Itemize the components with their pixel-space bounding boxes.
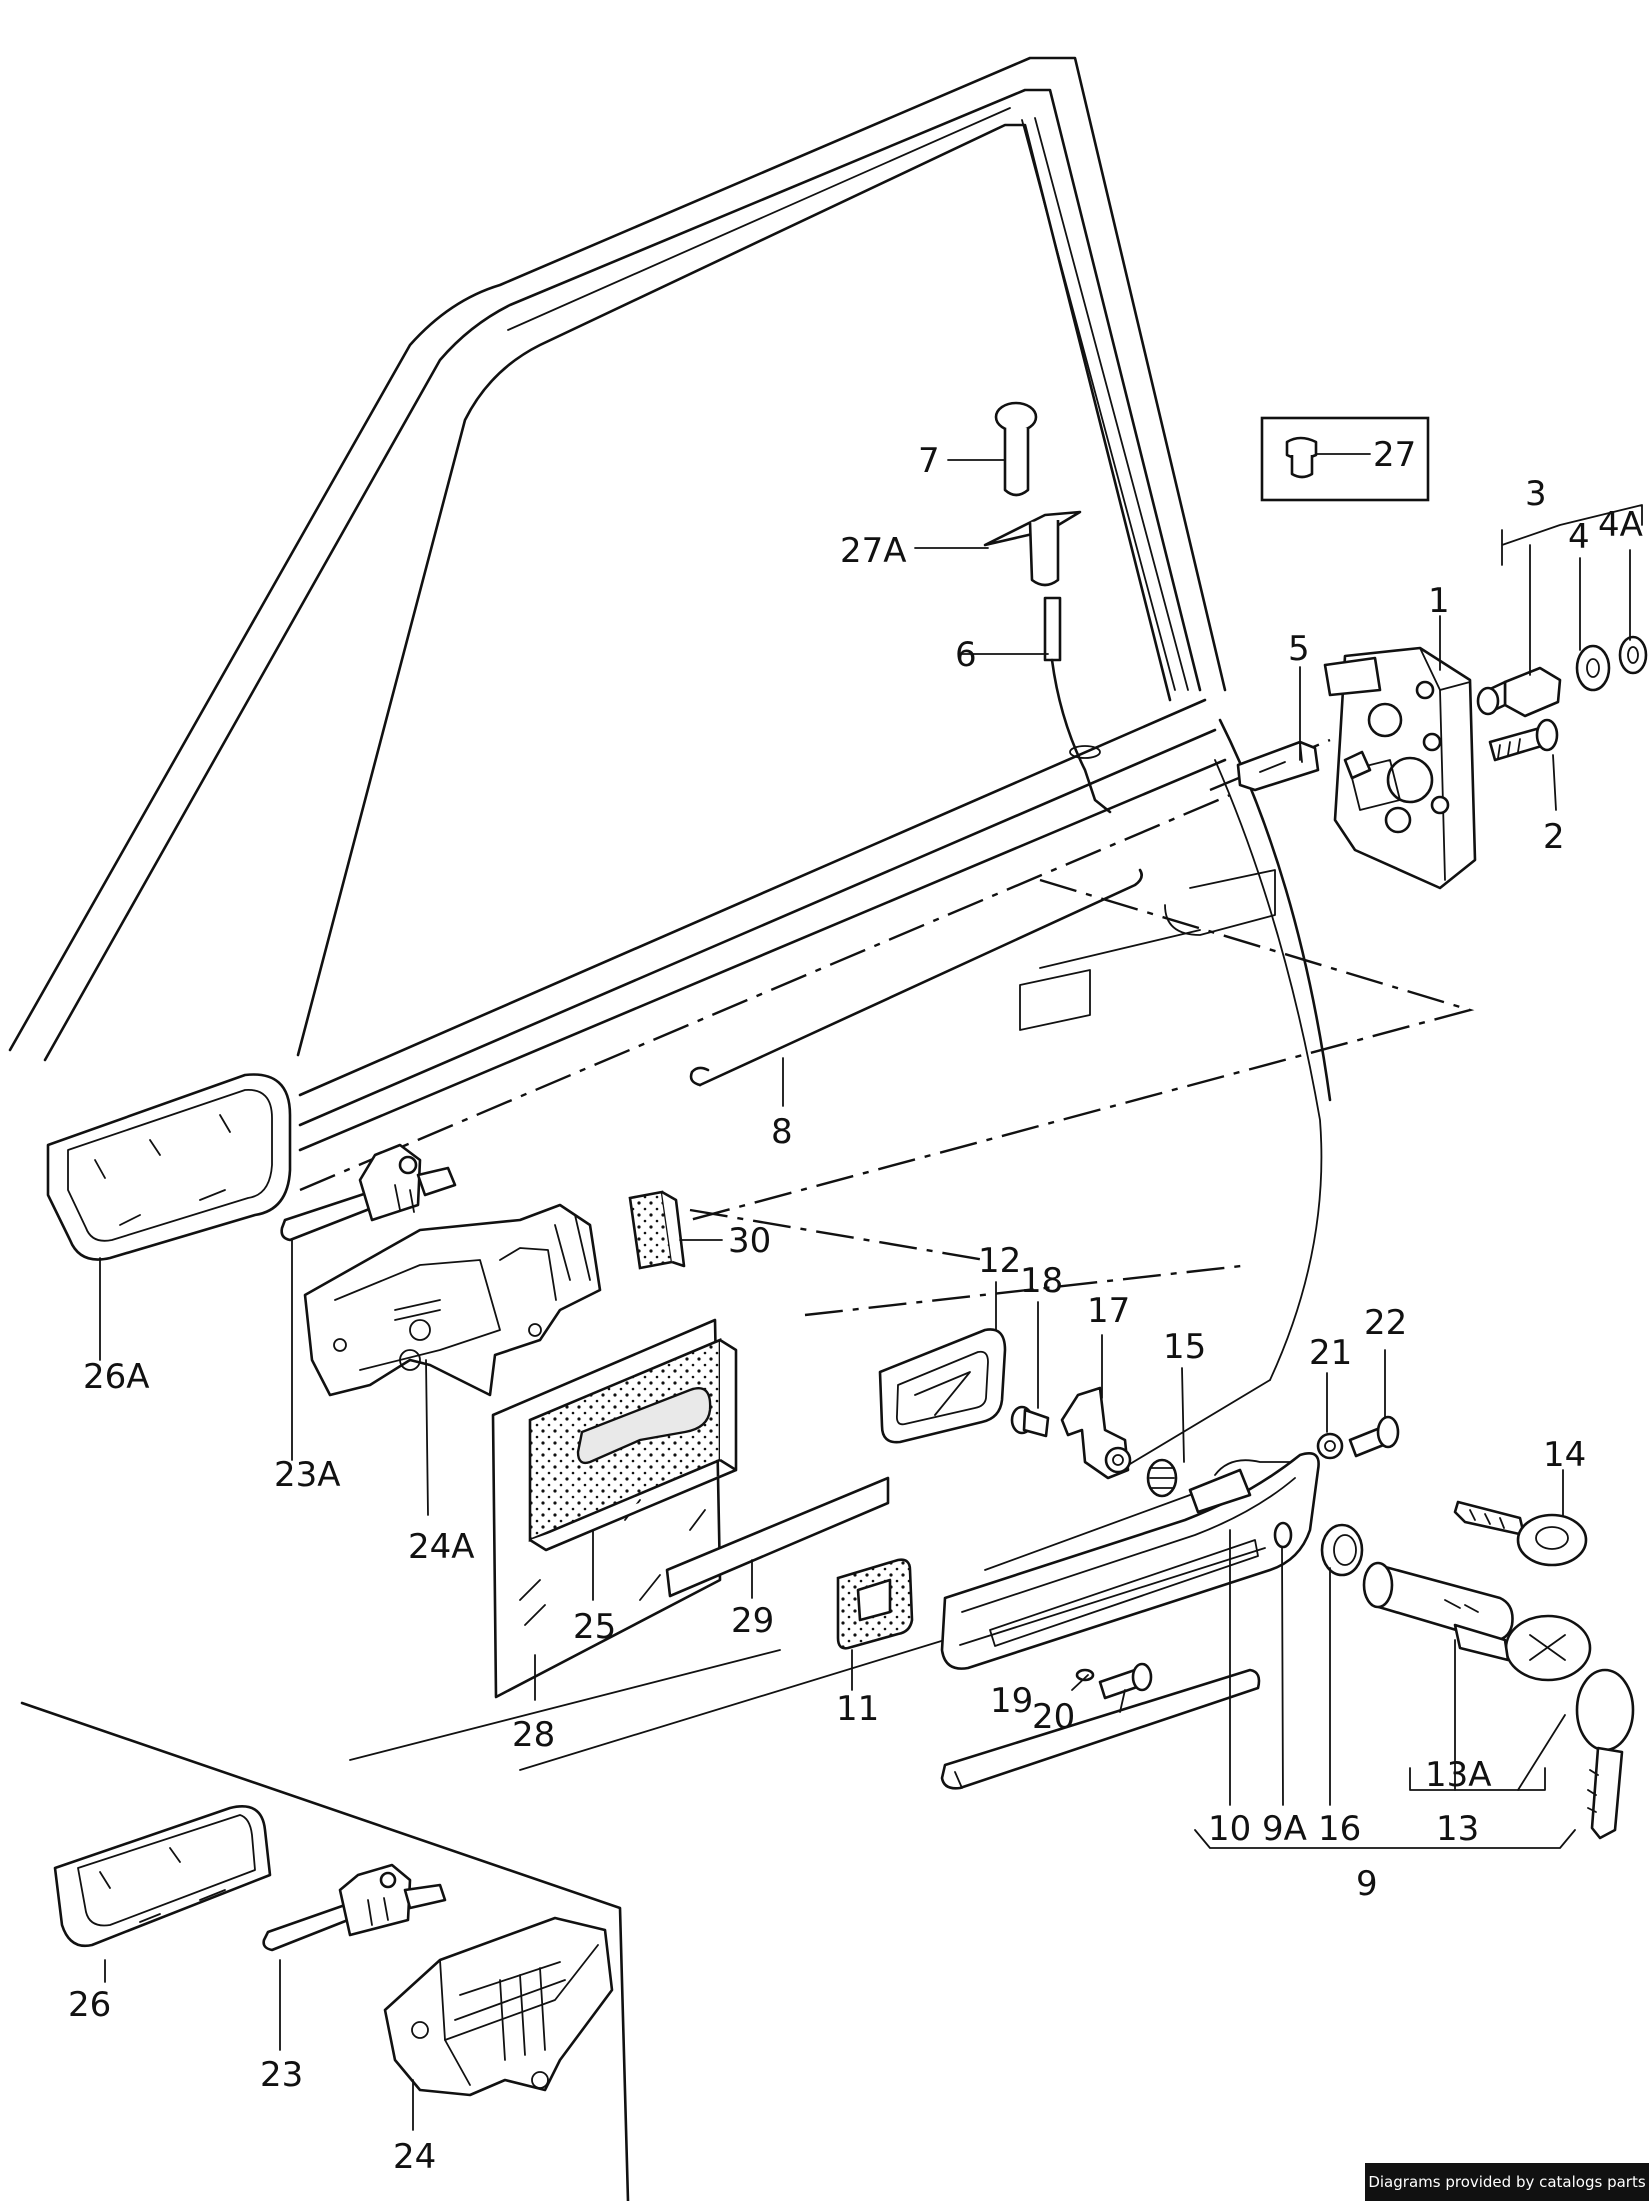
bezel-26 <box>53 1805 272 1948</box>
door-panel-openings <box>1019 869 1276 1031</box>
label-23: 23 <box>260 2055 303 2095</box>
label-8: 8 <box>771 1112 793 1152</box>
rod-6 <box>1043 596 1112 814</box>
label-26: 26 <box>68 1985 111 2025</box>
door-handle-9 <box>940 1452 1320 1670</box>
assembly-lines <box>299 738 1475 1317</box>
label-5: 5 <box>1288 629 1310 669</box>
clip-19 <box>1075 1668 1095 1682</box>
leader-lines <box>99 459 1643 2131</box>
label-24a: 24A <box>408 1527 475 1567</box>
lock-cylinder-13a <box>1362 1561 1514 1642</box>
label-24: 24 <box>393 2137 436 2177</box>
screw-18 <box>1010 1405 1050 1438</box>
credit-badge: Diagrams provided by catalogs parts <box>1365 2163 1649 2201</box>
label-23a: 23A <box>274 1455 341 1495</box>
label-27a: 27A <box>840 531 907 571</box>
inset-divider <box>20 1701 630 2201</box>
rod-8 <box>689 868 1143 1087</box>
lock-button-7 <box>994 401 1038 497</box>
lever-23 <box>262 1863 447 1952</box>
label-30: 30 <box>728 1221 771 1261</box>
label-22: 22 <box>1364 1303 1407 1343</box>
spring-15 <box>1146 1458 1178 1498</box>
label-2: 2 <box>1543 817 1565 857</box>
lock-assembly-1 <box>1323 646 1477 890</box>
label-3: 3 <box>1525 474 1547 514</box>
screw-2 <box>1488 718 1559 762</box>
label-29: 29 <box>731 1601 774 1641</box>
label-9a: 9A <box>1262 1809 1307 1849</box>
label-20: 20 <box>1032 1697 1075 1737</box>
bezel-26a <box>46 1073 292 1261</box>
callout-labels: 27 7 27A 6 3 4 4A 1 5 2 8 30 26A 23A 24A… <box>68 435 1643 2177</box>
label-18: 18 <box>1020 1261 1063 1301</box>
part-27-box <box>1260 416 1430 502</box>
label-28: 28 <box>512 1715 555 1755</box>
label-15: 15 <box>1163 1327 1206 1367</box>
label-13a: 13A <box>1425 1755 1492 1795</box>
trim-10 <box>940 1668 1261 1790</box>
label-1: 1 <box>1428 581 1450 621</box>
keys-13 <box>1453 1614 1635 1840</box>
guide-27a <box>983 510 1082 587</box>
lever-17 <box>1060 1386 1132 1480</box>
label-12: 12 <box>978 1241 1021 1281</box>
clip-30 <box>628 1190 686 1270</box>
screw-22 <box>1348 1415 1400 1458</box>
label-11: 11 <box>836 1689 879 1729</box>
handle-housing-24a <box>303 1203 602 1397</box>
washer-21 <box>1316 1432 1344 1460</box>
label-9: 9 <box>1356 1864 1378 1904</box>
label-6: 6 <box>955 635 977 675</box>
label-10: 10 <box>1208 1809 1251 1849</box>
housing-24 <box>383 1916 614 2097</box>
label-17: 17 <box>1087 1291 1130 1331</box>
screw-20 <box>1098 1662 1153 1700</box>
washer-4 <box>1575 644 1611 692</box>
label-4a: 4A <box>1598 505 1643 545</box>
key-14 <box>1453 1500 1588 1567</box>
label-16: 16 <box>1318 1809 1361 1849</box>
foam-pad-25 <box>528 1338 738 1552</box>
label-19: 19 <box>990 1681 1033 1721</box>
label-14: 14 <box>1543 1435 1586 1475</box>
label-7: 7 <box>918 441 940 481</box>
label-4: 4 <box>1568 517 1590 557</box>
release-lever-23a <box>280 1143 457 1242</box>
washer-4a <box>1618 635 1648 675</box>
pin-5 <box>1236 740 1320 792</box>
label-13: 13 <box>1436 1809 1479 1849</box>
label-21: 21 <box>1309 1333 1352 1373</box>
label-26a: 26A <box>83 1357 150 1397</box>
gasket-11 <box>836 1558 914 1650</box>
label-25: 25 <box>573 1607 616 1647</box>
seal-16 <box>1320 1523 1364 1577</box>
strip-29 <box>665 1476 890 1598</box>
bolt-3 <box>1476 666 1562 718</box>
seal-12 <box>878 1328 1007 1444</box>
label-27: 27 <box>1373 435 1416 475</box>
